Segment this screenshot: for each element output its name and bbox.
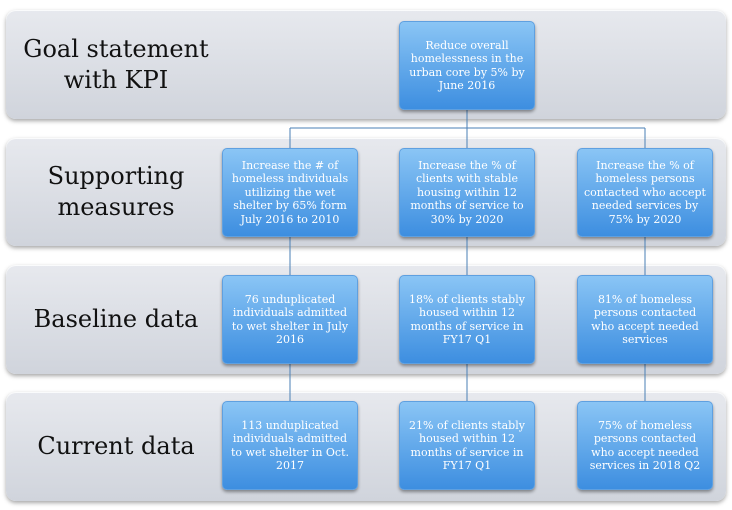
row-label-goal: Goal statement with KPI	[23, 34, 209, 94]
baseline-box-2: 18% of clients stably housed within 12 m…	[399, 275, 535, 364]
goal-box: Reduce overall homelessness in the urban…	[399, 21, 535, 110]
baseline-box-1: 76 unduplicated individuals admitted to …	[222, 275, 358, 364]
row-label-baseline: Baseline data	[33, 305, 199, 333]
row-label-current: Current data	[37, 432, 195, 460]
current-box-1: 113 unduplicated individuals admitted to…	[222, 401, 358, 490]
supporting-box-1: Increase the # of homeless individuals u…	[222, 148, 358, 237]
supporting-box-2: Increase the % of clients with stable ho…	[399, 148, 535, 237]
row-label-supporting: Supporting measures	[47, 162, 185, 221]
current-box-2: 21% of clients stably housed within 12 m…	[399, 401, 535, 490]
current-box-3: 75% of homeless persons contacted who ac…	[577, 401, 713, 490]
goal-band	[6, 10, 726, 119]
supporting-box-3: Increase the % of homeless persons conta…	[577, 148, 713, 237]
baseline-box-3: 81% of homeless persons contacted who ac…	[577, 275, 713, 364]
